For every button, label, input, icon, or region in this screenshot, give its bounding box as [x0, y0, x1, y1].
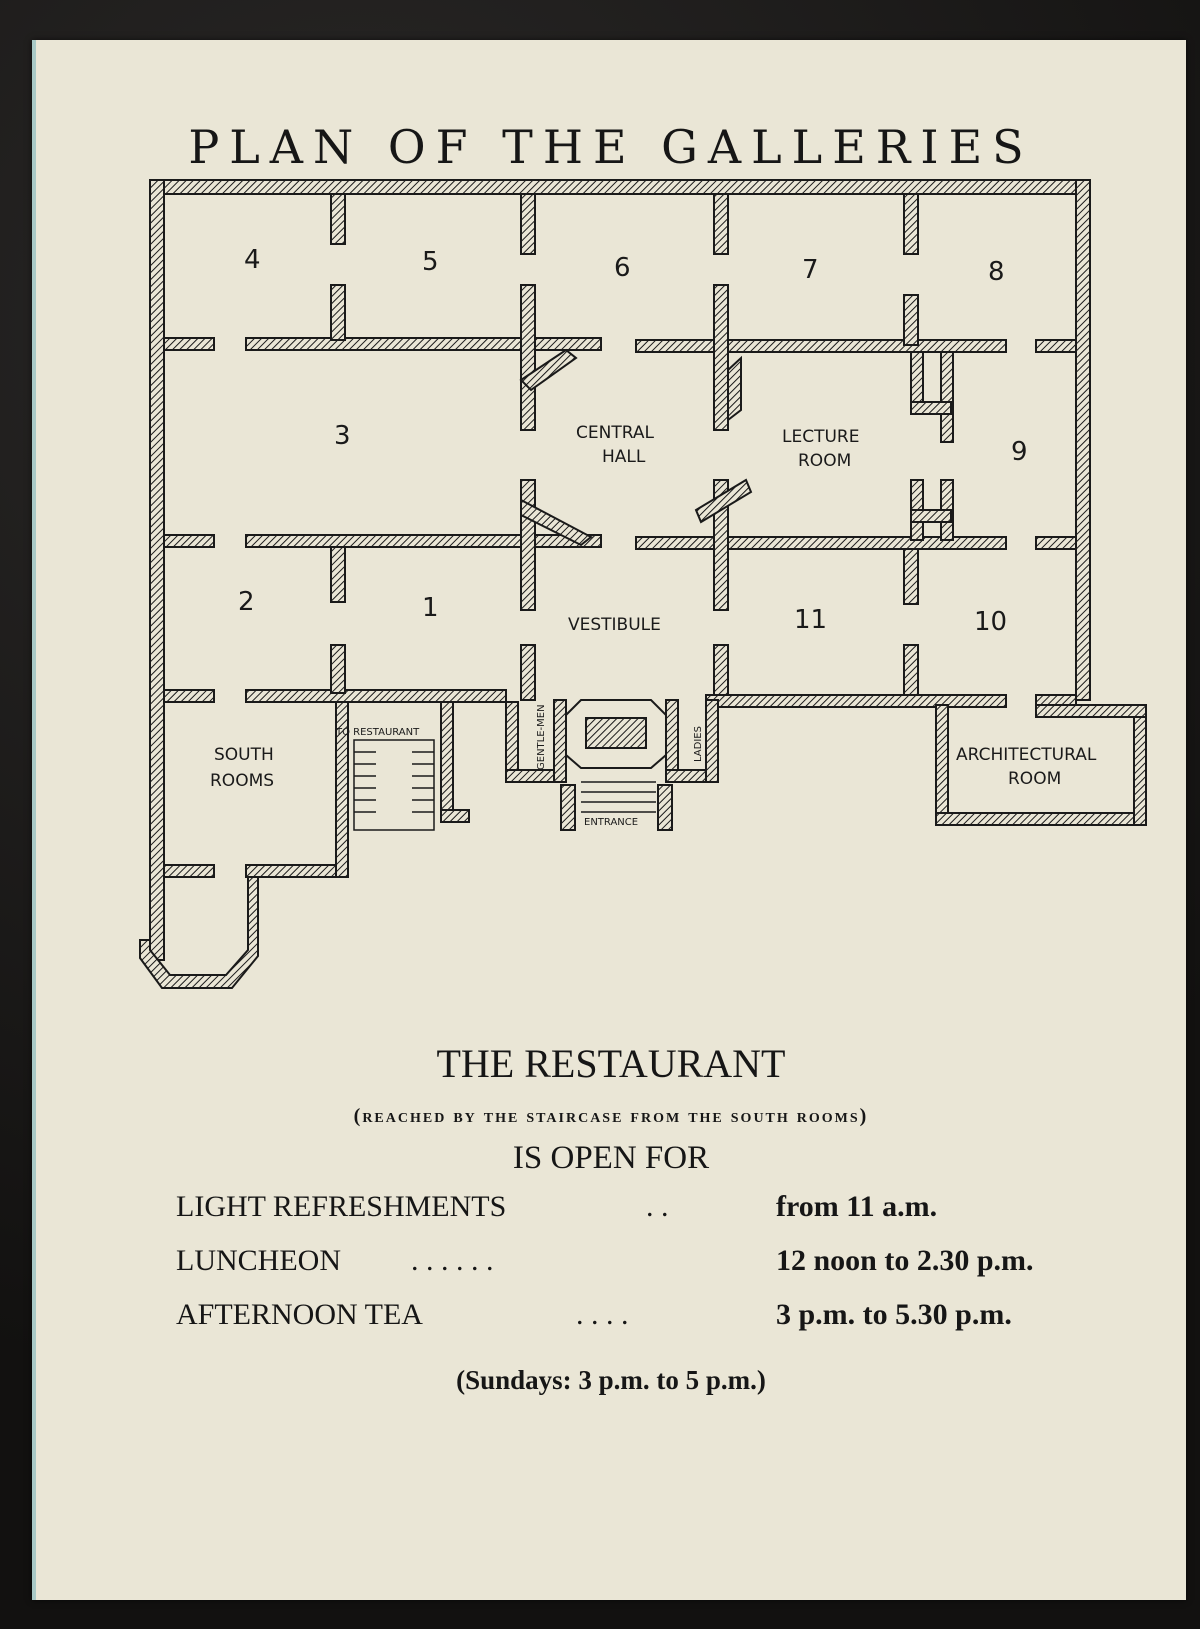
staircase: [353, 739, 656, 831]
restaurant-subtitle: (reached by the staircase from the south…: [353, 1105, 869, 1127]
room-9-label: 9: [1011, 437, 1028, 467]
central-hall-label-2: HALL: [602, 447, 646, 467]
room-7-label: 7: [802, 255, 819, 285]
hours-row: LIGHT REFRESHMENTS . . from 11 a.m.: [176, 1190, 1136, 1244]
to-restaurant-label: TO RESTAURANT: [335, 727, 420, 738]
vestibule-label: VESTIBULE: [568, 615, 661, 635]
catalogue-page: PLAN OF THE GALLERIES: [32, 40, 1186, 1600]
hours-leader-dots: . .: [646, 1190, 669, 1223]
hours-time: 3 p.m. to 5.30 p.m.: [776, 1298, 1012, 1331]
room-5-label: 5: [422, 247, 439, 277]
restaurant-title: THE RESTAURANT: [436, 1041, 786, 1086]
room-4-label: 4: [244, 245, 261, 275]
room-11-label: 11: [794, 605, 827, 635]
room-1-label: 1: [422, 593, 439, 623]
south-rooms-label-2: ROOMS: [210, 771, 274, 791]
room-6-label: 6: [614, 253, 631, 283]
room-8-label: 8: [988, 257, 1005, 287]
hours-time: 12 noon to 2.30 p.m.: [776, 1244, 1034, 1277]
lecture-room-label-2: ROOM: [798, 451, 851, 471]
lecture-room-label-1: LECTURE: [782, 427, 859, 447]
hours-leader-dots: . . . . . .: [411, 1244, 494, 1277]
entrance-label: ENTRANCE: [584, 817, 638, 828]
opening-hours-list: LIGHT REFRESHMENTS . . from 11 a.m. LUNC…: [176, 1190, 1136, 1352]
south-rooms-label-1: SOUTH: [214, 745, 274, 765]
gallery-floor-plan: 4 5 6 7 8 3 CENTRAL HALL LECTURE ROOM 9 …: [139, 179, 1147, 989]
architectural-room-label-1: ARCHITECTURAL: [956, 745, 1097, 765]
hours-time: from 11 a.m.: [776, 1190, 938, 1223]
hours-row: LUNCHEON . . . . . . 12 noon to 2.30 p.m…: [176, 1244, 1136, 1298]
sunday-hours-note: (Sundays: 3 p.m. to 5 p.m.): [456, 1365, 766, 1395]
walls: [139, 179, 1147, 989]
hours-label: LIGHT REFRESHMENTS: [176, 1190, 507, 1223]
room-10-label: 10: [974, 607, 1007, 637]
room-2-label: 2: [238, 587, 255, 617]
open-for-heading: IS OPEN FOR: [512, 1140, 710, 1176]
hours-label: AFTERNOON TEA: [176, 1298, 423, 1331]
hours-label: LUNCHEON: [176, 1244, 341, 1277]
plan-title: PLAN OF THE GALLERIES: [188, 120, 1034, 174]
central-hall-label-1: CENTRAL: [576, 423, 654, 443]
ladies-label: LADIES: [693, 726, 704, 762]
hours-row: AFTERNOON TEA . . . . 3 p.m. to 5.30 p.m…: [176, 1298, 1136, 1352]
hours-leader-dots: . . . .: [576, 1298, 629, 1331]
architectural-room-label-2: ROOM: [1008, 769, 1061, 789]
gentlemen-label: GENTLE-MEN: [536, 704, 547, 770]
room-3-label: 3: [334, 421, 351, 451]
